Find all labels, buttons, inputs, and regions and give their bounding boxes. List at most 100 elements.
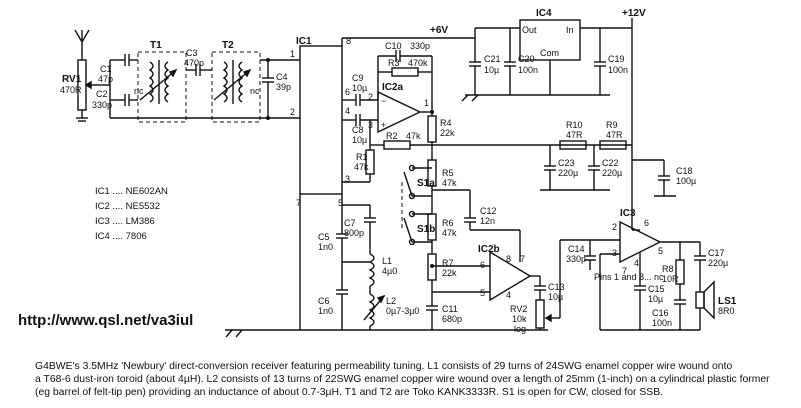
ic3-pin5: 5: [658, 246, 663, 256]
t2-transformer: [211, 51, 261, 123]
r5-label: R5: [442, 168, 454, 178]
rv1-potentiometer: [76, 59, 94, 122]
r9-label: R9: [606, 120, 618, 130]
c11-label: C11: [442, 304, 458, 314]
c17-capacitor: [694, 242, 706, 292]
r9-resistor: [599, 140, 627, 150]
ic2b-pin6: 6: [480, 260, 485, 270]
ic2a-opamp: [377, 90, 422, 134]
r10-value: 47R: [566, 130, 583, 140]
ic2a-label: IC2a: [382, 82, 404, 93]
s1a-label: S1a: [417, 178, 435, 189]
c2-label: C2: [96, 89, 108, 99]
r5-value: 47k: [442, 178, 457, 188]
c2-value: 330p: [92, 100, 112, 110]
c19-value: 100n: [608, 65, 628, 75]
c18-label: C18: [676, 166, 693, 176]
t2-label: T2: [222, 40, 234, 51]
c10-label: C10: [385, 41, 402, 51]
ic1-pin3: 3: [345, 174, 350, 184]
c4-capacitor: [262, 60, 274, 118]
ic2a-plus: +: [381, 120, 386, 130]
r3-value: 470k: [408, 58, 428, 68]
t1-transformer: [137, 51, 187, 123]
c3-label: C3: [186, 48, 198, 58]
r7-label: R7: [442, 258, 454, 268]
r8-resistor: [675, 242, 685, 300]
plus6v-label: +6V: [430, 25, 448, 36]
c21-value: 10µ: [484, 65, 499, 75]
c17-value: 220µ: [708, 258, 728, 268]
c9-capacitor: [342, 94, 378, 106]
c13-value: 10µ: [548, 292, 563, 302]
ic1-pin6: 6: [345, 87, 350, 97]
ground-symbol: [461, 94, 479, 102]
c7-label: C7: [344, 218, 356, 228]
ic2b-label: IC2b: [478, 244, 500, 255]
c9-value: 10µ: [352, 83, 367, 93]
c18-value: 100µ: [676, 176, 696, 186]
c5-label: C5: [318, 232, 330, 242]
s1a-switch: [403, 164, 432, 200]
c11-value: 680p: [442, 314, 462, 324]
s1b-switch: [403, 210, 432, 246]
c19-label: C19: [608, 54, 625, 64]
c8-capacitor: [342, 114, 378, 126]
ic1-pin2: 2: [290, 107, 295, 117]
c5-value: 1n0: [318, 242, 333, 252]
c13-label: C13: [548, 282, 565, 292]
t1-label: T1: [150, 40, 162, 51]
c23-value: 220µ: [558, 168, 578, 178]
ls1-value: 8R0: [718, 306, 735, 316]
c13-capacitor: [534, 276, 546, 300]
c22-capacitor: [588, 145, 600, 190]
ic-list-item: IC2 .... NE5532: [95, 201, 160, 212]
ic4-in: In: [566, 25, 574, 35]
c12-capacitor: [464, 190, 520, 231]
c3-capacitor: [186, 64, 212, 76]
caption-line-3: (eg barrel of felt-tip pen) providing an…: [35, 387, 664, 398]
rv2-value: 10k: [512, 314, 527, 324]
ic4-label: IC4: [536, 8, 552, 19]
r1-value: 47k: [354, 162, 369, 172]
ic4-com: Com: [540, 48, 559, 58]
c16-value: 100n: [652, 318, 672, 328]
c6-value: 1n0: [318, 306, 333, 316]
ic-list-item: IC1 .... NE602AN: [95, 186, 168, 197]
ic2a-minus: −: [381, 96, 386, 106]
c5-capacitor: [336, 233, 348, 290]
ground-symbol-bottom: [225, 329, 243, 338]
ic4-out: Out: [522, 25, 537, 35]
r9-value: 47R: [606, 130, 623, 140]
ic2b-pin5: 5: [480, 288, 485, 298]
c15-value: 10µ: [648, 294, 663, 304]
ic1-body: [299, 45, 343, 195]
c6-capacitor: [336, 289, 348, 330]
ic2b-pin7: 7: [520, 254, 525, 264]
caption-line-2: a T68-6 dust-iron toroid (about 4µH). L2…: [35, 374, 770, 385]
plus12v-label: +12V: [622, 8, 646, 19]
r10-label: R10: [566, 120, 583, 130]
c14-label: C14: [568, 244, 585, 254]
loudspeaker-icon: [695, 280, 715, 330]
ic2b-pin8: 8: [506, 254, 511, 264]
r4-resistor: [427, 112, 437, 150]
r6-value: 47k: [442, 228, 457, 238]
ic-list-item: IC3 .... LM386: [95, 216, 155, 227]
r1-label: R1: [356, 152, 368, 162]
r4-value: 22k: [440, 128, 455, 138]
c1-value: 47p: [98, 74, 113, 84]
c23-capacitor: [544, 145, 556, 190]
c16-capacitor: [674, 299, 686, 330]
s1b-label: S1b: [417, 224, 435, 235]
source-url: http://www.qsl.net/va3iul: [18, 312, 194, 329]
ic2a-pin1: 1: [424, 98, 429, 108]
rv1-value: 470R: [60, 85, 82, 95]
c1-label: C1: [100, 64, 112, 74]
c14-value: 330p: [566, 254, 586, 264]
pins-note: Pins 1 and 8... nc: [594, 272, 664, 282]
c20-capacitor: [504, 28, 516, 95]
rv2-taper: log: [514, 324, 526, 334]
r1-resistor: [342, 145, 375, 183]
ic1-pin1: 1: [290, 49, 295, 59]
